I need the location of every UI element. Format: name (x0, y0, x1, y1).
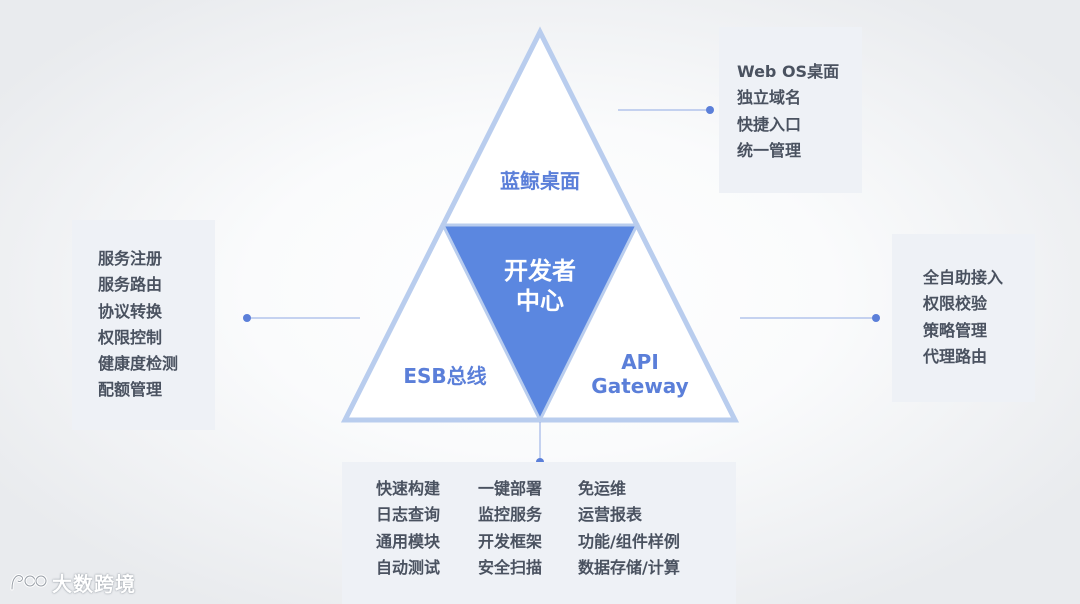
watermark-logo-icon (10, 573, 48, 590)
watermark-text: 大数跨境 (52, 572, 136, 596)
label-developer-center-line1: 开发者 (504, 257, 576, 285)
developer-features-column: 快速构建 日志查询 通用模块 自动测试 (376, 476, 478, 604)
label-api-gateway-line2: Gateway (591, 374, 689, 398)
esb-feature-item: 健康度检测 (98, 354, 179, 374)
esb-feature-item: 服务路由 (98, 275, 163, 295)
desktop-feature-item: 快捷入口 (737, 114, 802, 134)
connector-dot-top-right (706, 106, 714, 114)
desktop-feature-item: 独立域名 (737, 88, 802, 108)
esb-feature-item: 服务注册 (98, 249, 163, 268)
watermark: 大数跨境 (8, 568, 136, 597)
center-inverted-triangle (440, 223, 640, 424)
developer-feature-item: 运营报表 (578, 505, 643, 525)
gateway-feature-item: 全自助接入 (923, 268, 1004, 287)
esb-feature-item: 权限控制 (98, 327, 163, 347)
developer-feature-item: 开发框架 (478, 531, 543, 551)
connector-dot-left (243, 314, 251, 322)
developer-feature-item: 快速构建 (376, 479, 441, 498)
developer-feature-item: 日志查询 (376, 505, 441, 525)
developer-feature-item: 免运维 (578, 479, 627, 498)
gateway-features-box: 全自助接入 权限校验 策略管理 代理路由 (892, 234, 1035, 402)
label-bluewhale-desktop: 蓝鲸桌面 (500, 169, 580, 193)
developer-feature-item: 一键部署 (478, 479, 543, 498)
gateway-feature-item: 代理路由 (923, 346, 988, 366)
developer-features-column: 一键部署 监控服务 开发框架 安全扫描 (478, 476, 578, 604)
desktop-feature-item: 统一管理 (737, 140, 802, 160)
esb-features-box: 服务注册 服务路由 协议转换 权限控制 健康度检测 配额管理 (72, 220, 215, 430)
label-developer-center: 开发者 中心 (480, 256, 600, 316)
developer-feature-item: 自动测试 (376, 557, 441, 577)
label-developer-center-line2: 中心 (516, 287, 564, 315)
label-api-gateway-line1: API (621, 350, 659, 374)
developer-feature-item: 监控服务 (478, 505, 543, 525)
developer-features-column: 免运维 运营报表 功能/组件样例 数据存储/计算 (578, 476, 708, 604)
label-esb-bus: ESB总线 (403, 364, 487, 388)
connector-dot-right (872, 314, 880, 322)
developer-feature-item: 数据存储/计算 (578, 557, 680, 577)
developer-feature-item: 功能/组件样例 (578, 531, 680, 551)
gateway-feature-item: 策略管理 (923, 320, 988, 340)
esb-feature-item: 配额管理 (98, 380, 163, 400)
gateway-feature-item: 权限校验 (923, 294, 988, 314)
label-api-gateway: API Gateway (580, 350, 700, 398)
esb-feature-item: 协议转换 (98, 301, 163, 321)
developer-center-features-box: 快速构建 日志查询 通用模块 自动测试 一键部署 监控服务 开发框架 安全扫描 … (342, 462, 736, 604)
desktop-features-box: Web OS桌面 独立域名 快捷入口 统一管理 (719, 27, 862, 193)
desktop-feature-item: Web OS桌面 (737, 62, 840, 81)
developer-feature-item: 安全扫描 (478, 557, 543, 577)
developer-feature-item: 通用模块 (376, 531, 441, 551)
